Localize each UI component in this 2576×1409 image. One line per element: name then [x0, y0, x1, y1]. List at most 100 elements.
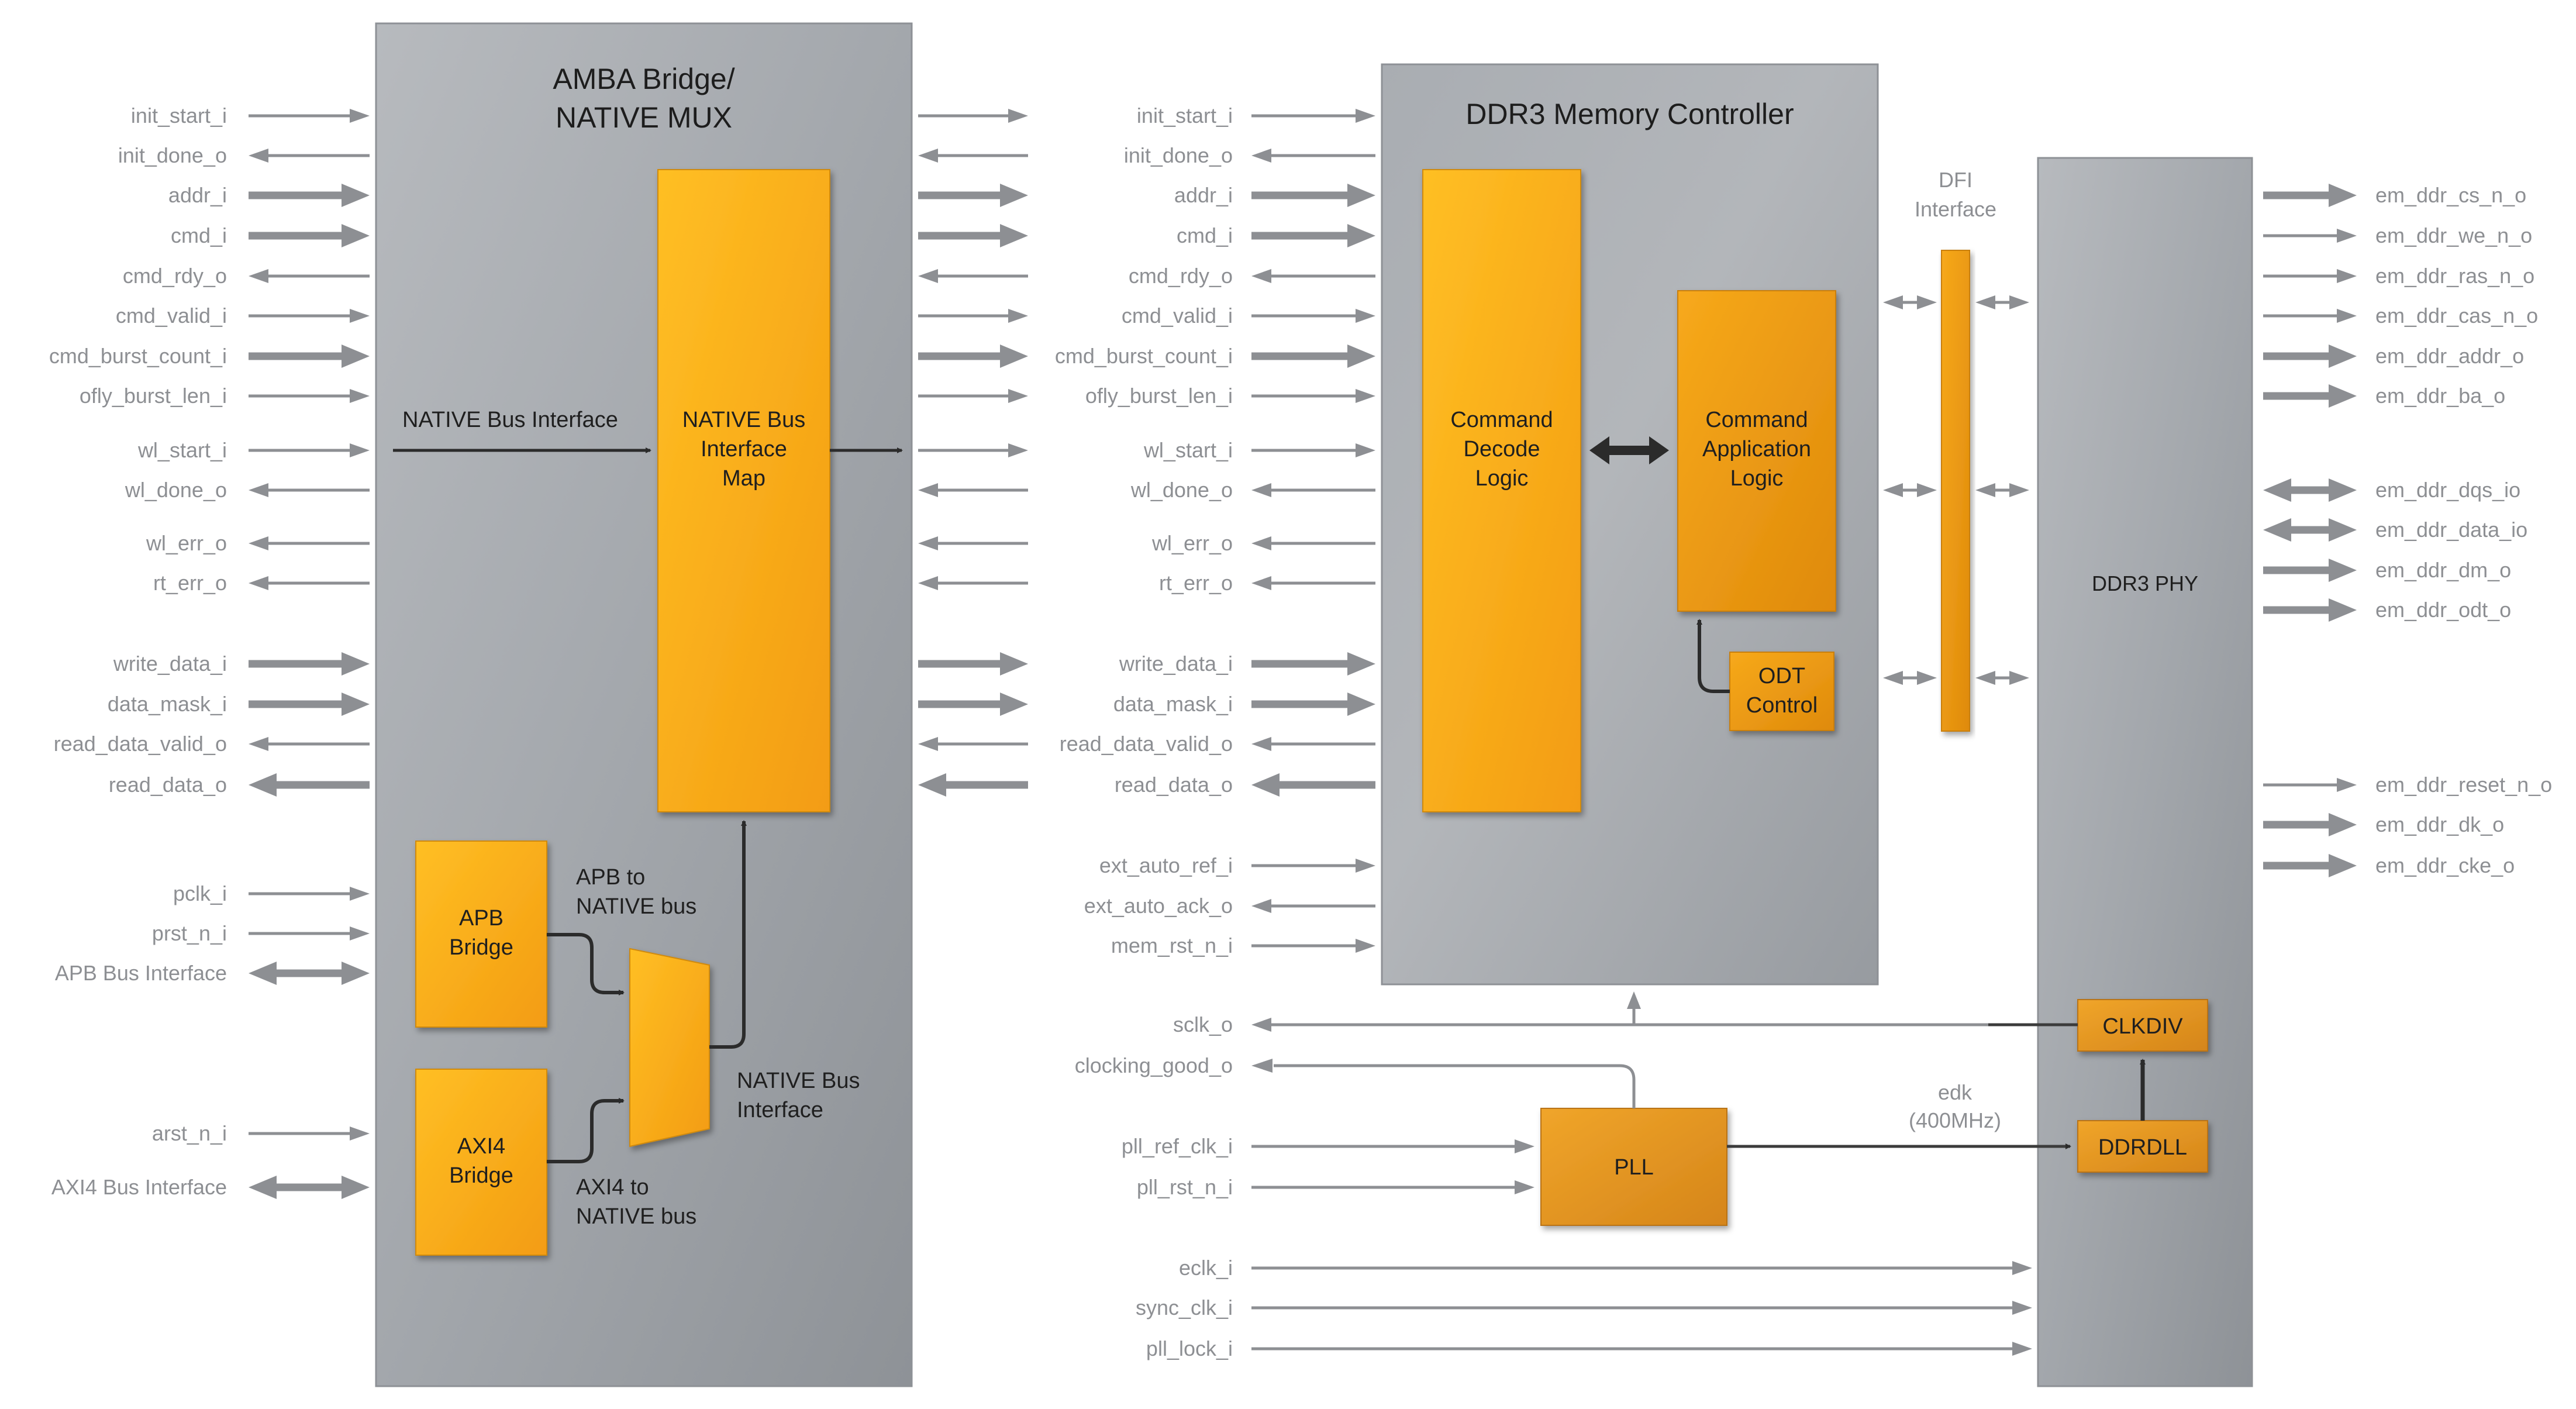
left-signal-arrow: [249, 1126, 370, 1141]
phy-signal-arrow: [2263, 184, 2357, 207]
odt-to-application-wire: [1696, 619, 1730, 693]
phy-signal-arrow: [2263, 384, 2357, 408]
clkdiv-block: [2077, 999, 2208, 1052]
left-signal-label: ofly_burst_len_i: [80, 384, 227, 408]
odt-control-line2: Control: [1746, 693, 1818, 718]
bridge-to-ctrl-arrow: [918, 737, 1028, 751]
left-signal-label: prst_n_i: [152, 921, 227, 945]
ctrl-signal-arrow: [1251, 269, 1375, 283]
odt-control-block: [1729, 652, 1834, 731]
sclk-arrow: [1251, 1018, 1988, 1032]
dfi-label-line1: DFI: [1939, 168, 1972, 192]
ctrl-signal-arrow: [1251, 737, 1375, 751]
ctrl-signal-arrow: [1251, 483, 1375, 497]
phy-signal-label: em_ddr_cke_o: [2375, 853, 2515, 877]
phy-signal-label: em_ddr_odt_o: [2375, 598, 2511, 622]
clkdiv-label: CLKDIV: [2102, 1014, 2183, 1039]
ctrl-signal-label: write_data_i: [1119, 652, 1233, 676]
left-signal-arrow: [249, 773, 370, 797]
left-signal-arrow: [249, 345, 370, 368]
controller-title: DDR3 Memory Controller: [1465, 98, 1794, 130]
left-signal-arrow: [249, 576, 370, 590]
ctrl-signal-arrow: [1251, 939, 1375, 953]
amba-title-line2: NATIVE MUX: [556, 101, 732, 134]
phy-signal-label: em_ddr_reset_n_o: [2375, 773, 2552, 797]
ddrdll-label: DDRDLL: [2098, 1135, 2187, 1160]
phy-signal-arrow: [2263, 309, 2357, 323]
command-application-line1: Command: [1705, 408, 1808, 432]
phy-signal-arrow: [2263, 813, 2357, 836]
ctrl-signal-label: mem_rst_n_i: [1111, 933, 1233, 957]
phy-signal-arrow: [2263, 518, 2357, 542]
phy-signal-arrow: [2263, 559, 2357, 582]
command-decode-logic-block: [1422, 169, 1581, 812]
bridge-to-ctrl-arrow: [918, 576, 1028, 590]
bridge-to-ctrl-arrow: [918, 483, 1028, 497]
command-application-logic-block: [1677, 290, 1836, 612]
ctrl-signal-label: wl_start_i: [1143, 438, 1233, 462]
ctrl-signal-arrow: [1251, 899, 1375, 913]
ctrl-signal-label: wl_done_o: [1130, 478, 1233, 502]
phy-signal-arrow: [2263, 598, 2357, 622]
left-signal-arrow: [249, 149, 370, 163]
ctrl-signal-arrow: [1251, 693, 1375, 716]
ddrdll-block: [2077, 1120, 2208, 1173]
left-signal-label: cmd_valid_i: [116, 304, 227, 328]
ctrl-signal-arrow: [1251, 184, 1375, 207]
bridge-to-ctrl-arrow: [918, 309, 1028, 323]
dfi-ctrl-link: [1883, 295, 1937, 309]
left-signal-label: write_data_i: [113, 652, 227, 676]
edk-label-line1: edk: [1938, 1080, 1972, 1104]
bridge-to-ctrl-arrow: [918, 109, 1028, 123]
left-signal-arrow: [249, 693, 370, 716]
left-signal-arrow: [249, 536, 370, 550]
dfi-phy-link: [1975, 483, 2029, 497]
sclk-label: sclk_o: [1173, 1012, 1233, 1036]
apb-to-mux-wire: [547, 933, 625, 995]
clocking-good-label: clocking_good_o: [1075, 1053, 1233, 1077]
left-signal-arrow: [249, 389, 370, 403]
dfi-label-line2: Interface: [1915, 197, 1996, 221]
phy-signal-label: em_ddr_cs_n_o: [2375, 183, 2526, 207]
phy-signal-arrow: [2263, 345, 2357, 368]
phy-signal-arrow: [2263, 269, 2357, 283]
phy-signal-label: em_ddr_dm_o: [2375, 558, 2511, 582]
ctrl-signal-label: init_done_o: [1124, 143, 1233, 167]
native-mux-block: [629, 948, 710, 1148]
apb-bridge-line2: Bridge: [449, 935, 513, 960]
ctrl-signal-arrow: [1251, 224, 1375, 247]
left-signal-label: rt_err_o: [153, 571, 227, 595]
ctrl-signal-label: ext_auto_ack_o: [1084, 894, 1233, 918]
clocking-good-line: [1274, 1064, 1636, 1108]
axi4-bridge-line2: Bridge: [449, 1163, 513, 1188]
ctrl-signal-label: data_mask_i: [1113, 692, 1233, 716]
axi4-to-native-line1: AXI4 to: [576, 1175, 649, 1200]
command-decode-line3: Logic: [1475, 466, 1529, 491]
pll-label: PLL: [1614, 1155, 1654, 1180]
ctrl-signal-arrow: [1251, 149, 1375, 163]
phy-signal-label: em_ddr_dqs_io: [2375, 478, 2520, 502]
dfi-ctrl-link: [1883, 483, 1937, 497]
map-block-line1: NATIVE Bus: [682, 408, 805, 432]
command-decode-line1: Command: [1450, 408, 1553, 432]
ctrl-signal-arrow: [1251, 345, 1375, 368]
ctrl-signal-label: cmd_i: [1177, 223, 1233, 247]
phy-signal-label: em_ddr_ba_o: [2375, 384, 2505, 408]
apb-to-native-line2: NATIVE bus: [576, 894, 696, 919]
signal-layer: init_start_iinit_done_oaddr_icmd_icmd_rd…: [49, 104, 2552, 1360]
pll-rst-n-arrow: [1251, 1180, 1534, 1194]
bridge-to-ctrl-arrow: [918, 389, 1028, 403]
left-signal-label: read_data_valid_o: [54, 732, 227, 756]
left-signal-arrow: [249, 443, 370, 457]
pll-ref-clk-label: pll_ref_clk_i: [1122, 1134, 1233, 1158]
ctrl-signal-label: ext_auto_ref_i: [1099, 853, 1233, 877]
ctrl-signal-label: rt_err_o: [1159, 571, 1233, 595]
left-signal-arrow: [249, 926, 370, 941]
phy-signal-label: em_ddr_ras_n_o: [2375, 264, 2534, 288]
phy-signal-arrow: [2263, 478, 2357, 502]
ctrl-signal-arrow: [1251, 652, 1375, 676]
pll-lock-label: pll_lock_i: [1146, 1336, 1233, 1360]
left-signal-label: cmd_rdy_o: [123, 264, 227, 288]
left-signal-label: data_mask_i: [108, 692, 227, 716]
